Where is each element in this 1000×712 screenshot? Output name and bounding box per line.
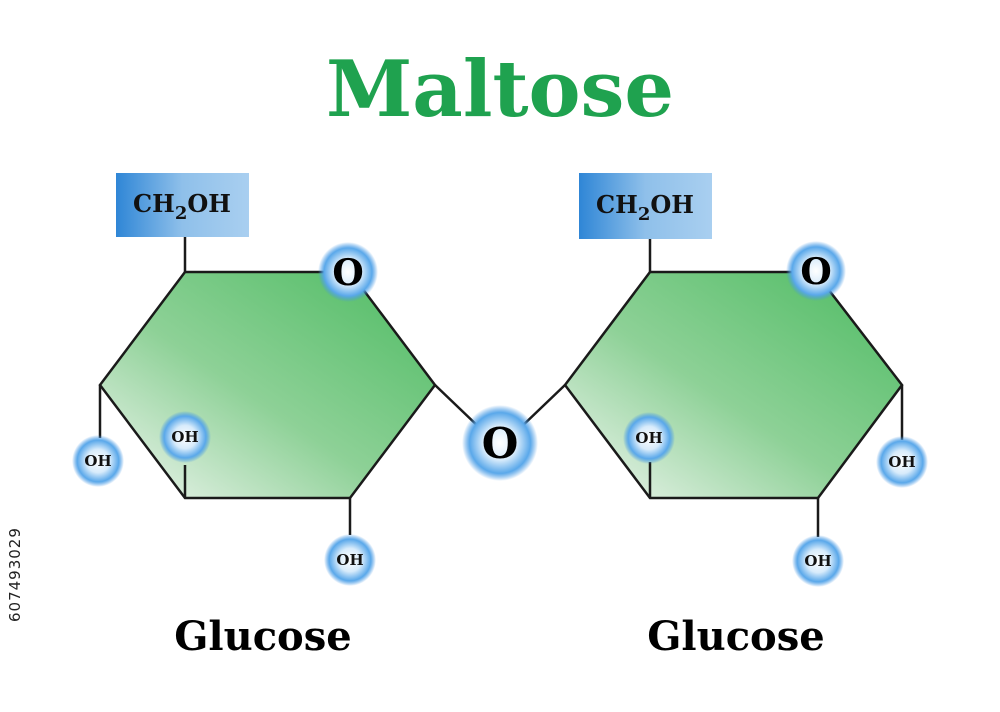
bridge-oxygen: O xyxy=(482,419,519,468)
right-ring-hexagon xyxy=(563,270,904,500)
left-ch2oh-label: CH2OH xyxy=(133,189,231,224)
left-oh-3: OH xyxy=(336,551,363,569)
left-oh-2: OH xyxy=(171,428,198,446)
right-ring-oxygen-glow xyxy=(786,241,846,301)
right-oh-glow-2 xyxy=(623,412,675,464)
right-ch2oh-label: CH2OH xyxy=(596,190,694,225)
right-ch2oh-box xyxy=(579,173,712,239)
left-ring-oxygen-glow xyxy=(318,242,378,302)
page-title: Maltose xyxy=(326,44,674,135)
left-glucose-label: Glucose xyxy=(174,613,351,660)
left-oh-glow-3 xyxy=(324,534,376,586)
left-oh-glow-1 xyxy=(72,435,124,487)
right-ring-oxygen: O xyxy=(800,251,831,293)
left-oh-glow-2 xyxy=(159,411,211,463)
glycosidic-bond: O xyxy=(434,384,566,481)
left-ring-hexagon xyxy=(98,270,437,500)
bridge-oxygen-glow xyxy=(462,405,538,481)
stock-id-watermark: 607493029 xyxy=(6,527,24,623)
right-oh-3: OH xyxy=(804,552,831,570)
right-oh-glow-3 xyxy=(792,535,844,587)
right-oh-1: OH xyxy=(888,453,915,471)
right-oh-glow-1 xyxy=(876,436,928,488)
left-ring-oxygen: O xyxy=(332,252,363,294)
right-glucose-ring: CH2OH O OH OH OH Glucose xyxy=(563,173,928,660)
left-oh-1: OH xyxy=(84,452,111,470)
right-oh-2: OH xyxy=(635,429,662,447)
right-glucose-label: Glucose xyxy=(647,613,824,660)
left-glucose-ring: CH2OH O OH OH OH Glucose xyxy=(72,173,437,660)
left-ch2oh-box xyxy=(116,173,249,237)
